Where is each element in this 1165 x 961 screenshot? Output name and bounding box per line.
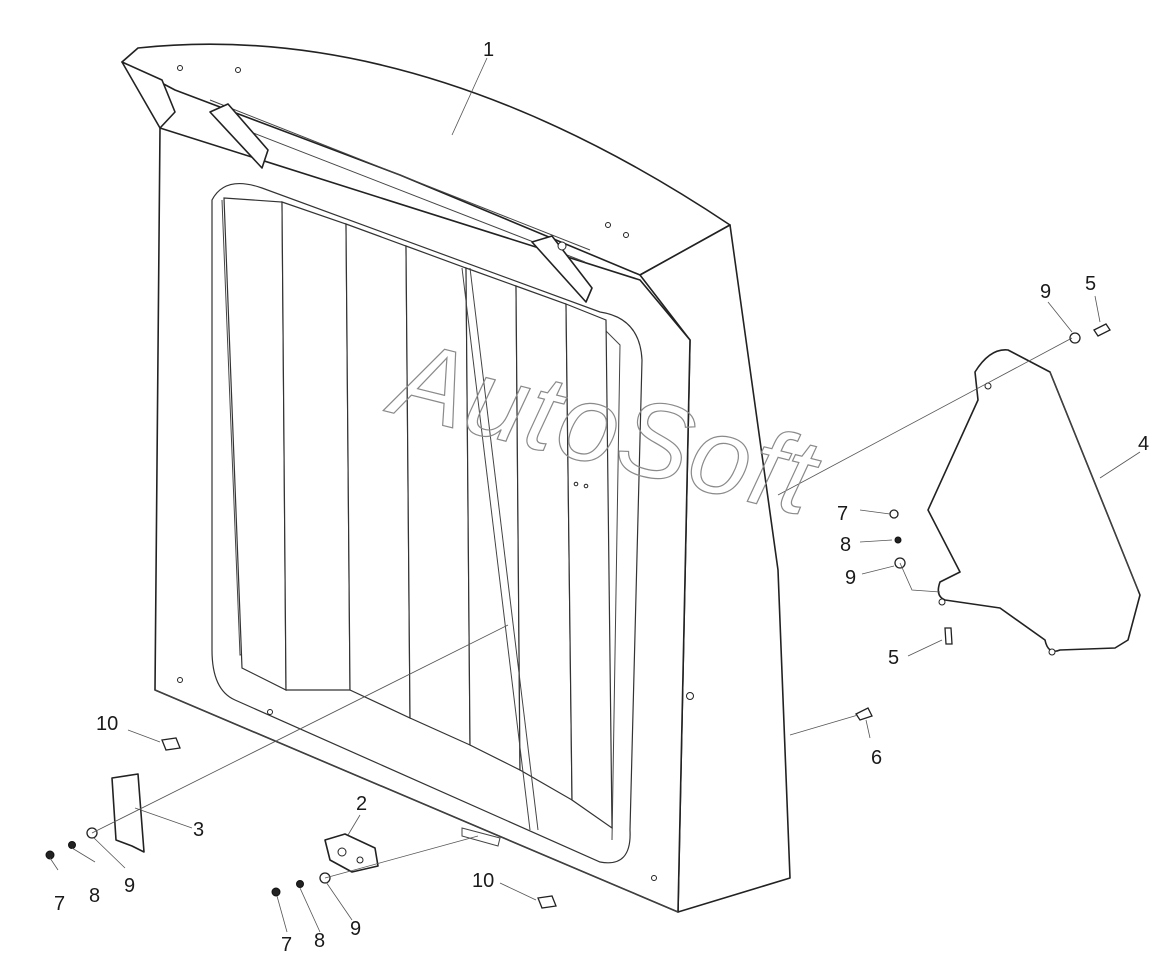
bracket-part-3 [111, 773, 145, 853]
callout-9-center: 9 [350, 918, 361, 940]
callout-1: 1 [483, 39, 494, 61]
latch-part-2 [324, 833, 379, 873]
plug-part-10-b [537, 895, 557, 909]
callout-10-bottom: 10 [472, 870, 494, 892]
callout-10-left: 10 [96, 713, 118, 735]
callout-5-bottom: 5 [888, 647, 899, 669]
side-shield-part-4 [927, 349, 1141, 656]
lockwasher-part-8-b [296, 880, 304, 888]
callout-7-center: 7 [281, 934, 292, 956]
callout-7-right: 7 [837, 503, 848, 525]
callout-8-left: 8 [89, 885, 100, 907]
bolt-part-5-a [1093, 323, 1111, 337]
callout-labels: 1 2 3 4 5 5 6 7 7 7 8 8 8 9 9 9 9 10 10 [54, 39, 1149, 956]
lockwasher-part-8-a [68, 841, 76, 849]
callout-9-top: 9 [1040, 281, 1051, 303]
leader-lines [49, 57, 1141, 933]
callout-6: 6 [871, 747, 882, 769]
callout-4: 4 [1138, 433, 1149, 455]
bolt-part-5-b [944, 627, 953, 645]
nut-part-7-b [271, 887, 281, 897]
callout-2: 2 [356, 793, 367, 815]
callout-3: 3 [193, 819, 204, 841]
callout-9-left: 9 [124, 875, 135, 897]
callout-8-right: 8 [840, 534, 851, 556]
callout-9-right: 9 [845, 567, 856, 589]
lockwasher-part-8-c [894, 536, 902, 544]
plug-part-10-a [161, 737, 181, 751]
washer-part-9-d [1069, 332, 1081, 344]
callout-8-center: 8 [314, 930, 325, 952]
grille-frame-part-1 [121, 43, 791, 913]
nut-part-7-a [45, 850, 55, 860]
callout-7-left: 7 [54, 893, 65, 915]
nut-part-7-c [889, 509, 899, 519]
callout-5-top: 5 [1085, 273, 1096, 295]
bolt-part-6 [855, 707, 873, 721]
